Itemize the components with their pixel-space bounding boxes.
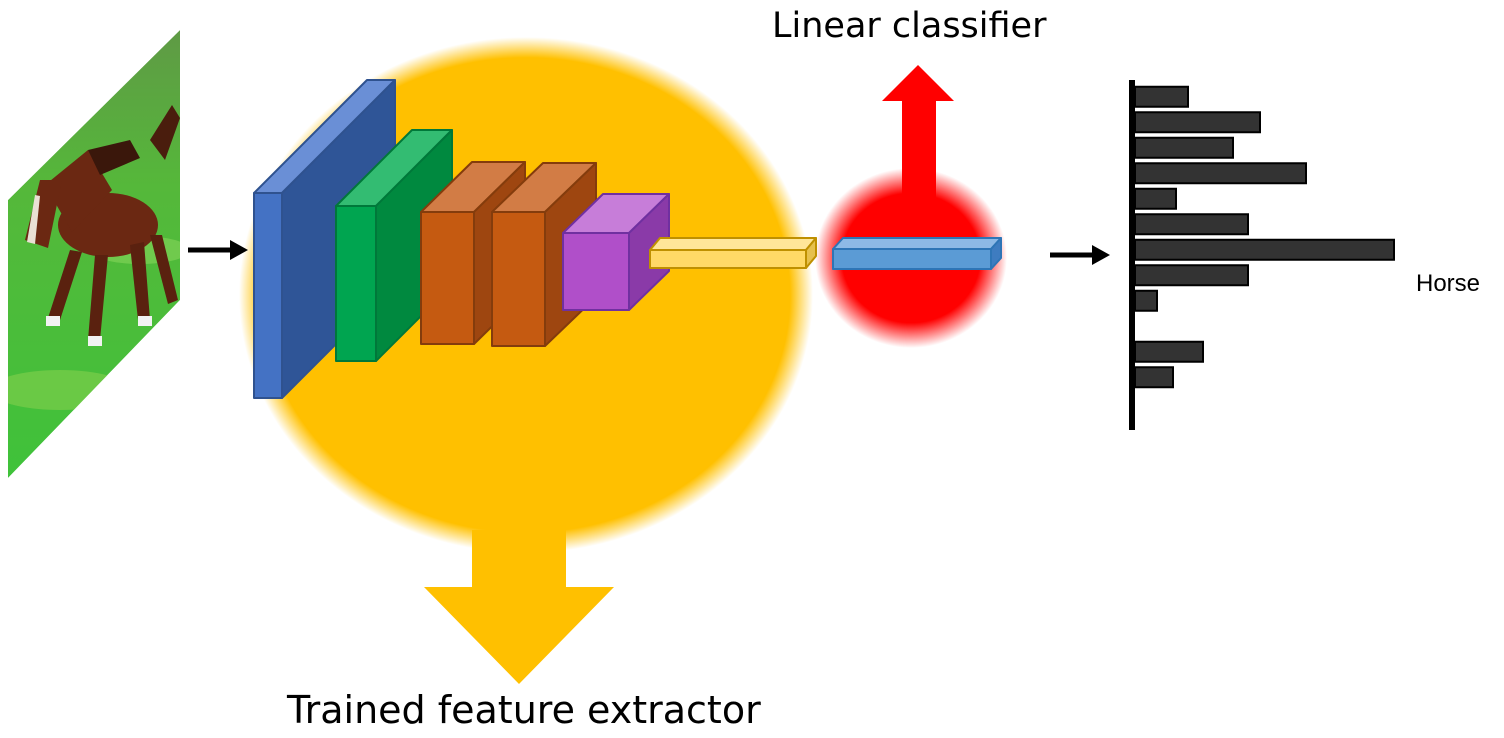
bar <box>1134 162 1307 185</box>
input-image <box>8 30 180 478</box>
output-bar-chart <box>1129 80 1395 430</box>
feature-extractor-arrow <box>424 530 614 684</box>
input-arrow <box>188 240 248 260</box>
bar <box>1134 340 1204 363</box>
bar <box>1134 213 1249 236</box>
bar <box>1134 111 1261 134</box>
classifier-arrow <box>882 65 954 198</box>
chart-axis <box>1129 80 1135 430</box>
bar <box>1134 289 1158 312</box>
bar <box>1134 187 1177 210</box>
bar <box>1134 366 1174 389</box>
conv-layer-5 <box>562 193 670 311</box>
output-arrow <box>1050 245 1110 265</box>
bar <box>1134 136 1234 159</box>
output-class-label: Horse <box>1416 270 1481 297</box>
feature-vector <box>649 237 817 269</box>
bar-highlight <box>1134 238 1395 261</box>
linear-classifier-label: Linear classifier <box>772 6 1047 46</box>
feature-extractor-label: Trained feature extractor <box>287 688 761 732</box>
horse-photo-icon <box>25 105 180 346</box>
bar <box>1134 85 1189 108</box>
bar <box>1134 264 1249 287</box>
classifier-vector <box>832 237 1002 270</box>
